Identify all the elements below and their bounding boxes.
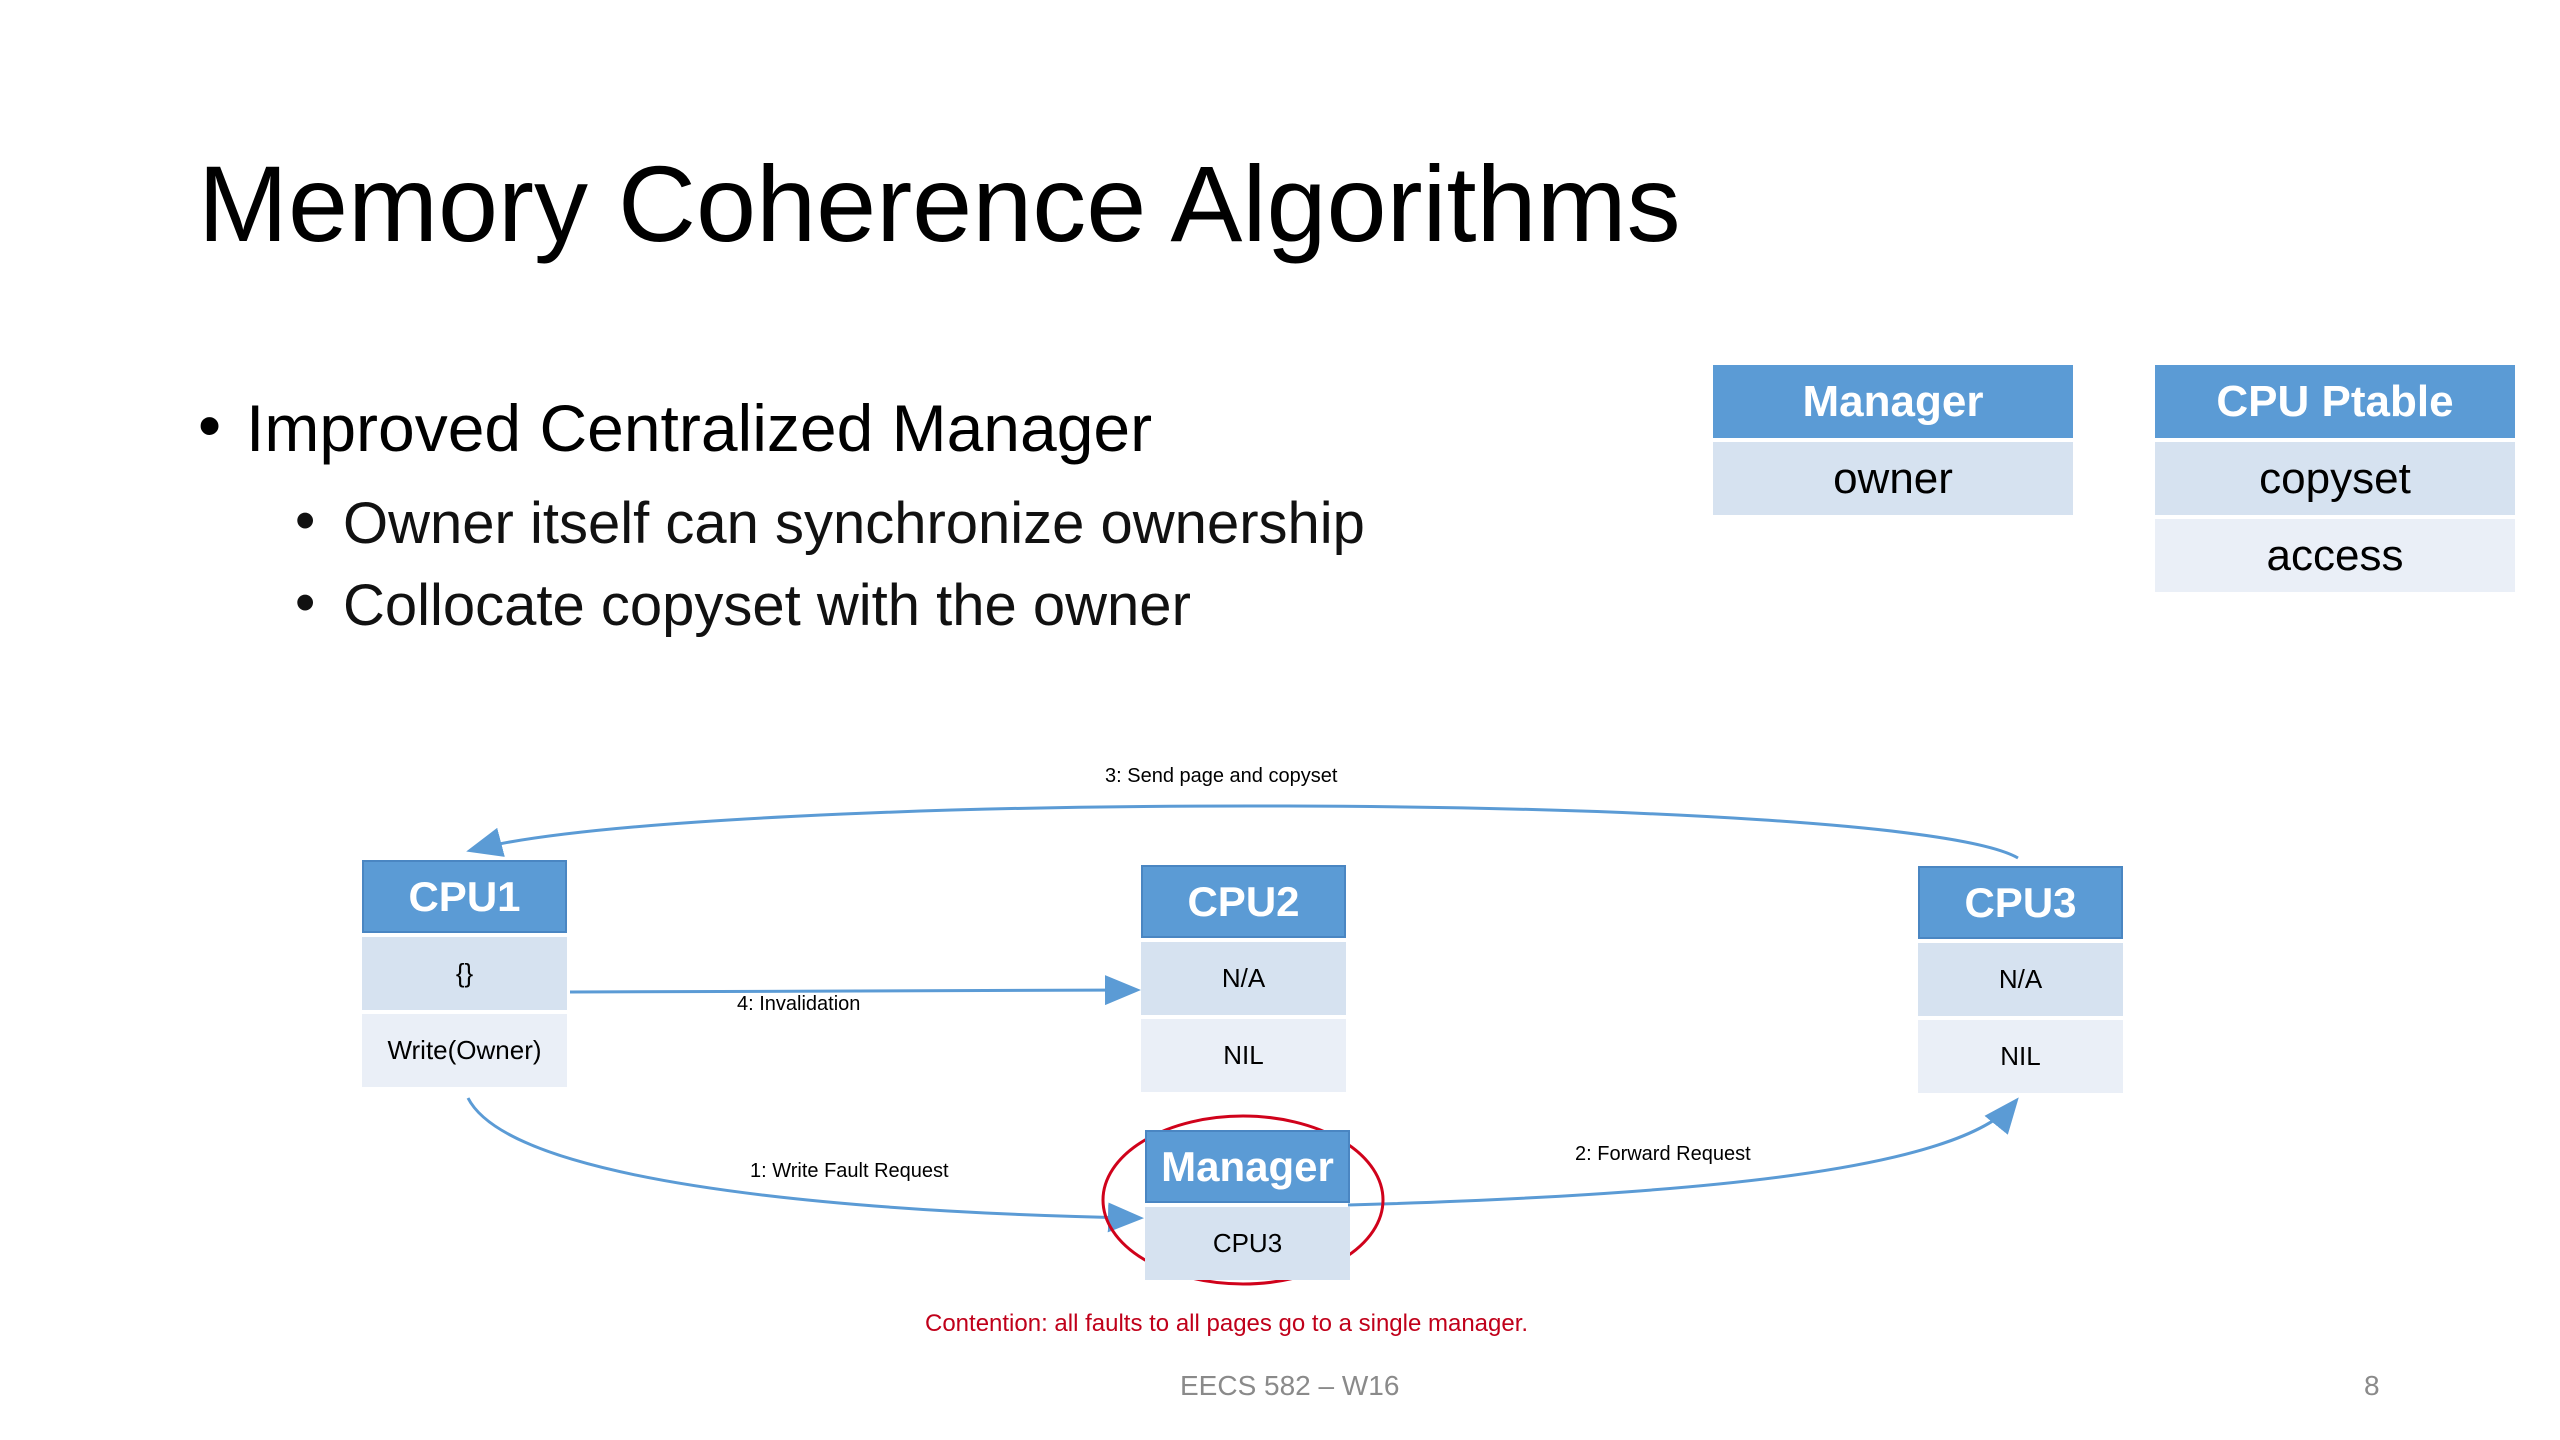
manager-table: Manager owner (1713, 365, 2073, 515)
manager-table-header: Manager (1713, 365, 2073, 438)
cpu3-header: CPU3 (1918, 866, 2123, 939)
arrow-write-fault (466, 1097, 1144, 1233)
slide-footer: EECS 582 – W16 (1180, 1370, 1400, 1401)
arrow-label-write-fault: 1: Write Fault Request (750, 1160, 949, 1182)
slide-title: Memory Coherence Algorithms (198, 143, 1681, 264)
cpu3-box: CPU3 N/A NIL (1918, 866, 2123, 1093)
cpu1-header: CPU1 (362, 860, 567, 933)
cpu1-row-copyset: {} (362, 937, 567, 1010)
arrow-label-invalidation: 4: Invalidation (737, 993, 861, 1015)
cpu1-row-access: Write(Owner) (362, 1014, 567, 1087)
manager-box-header: Manager (1145, 1130, 1350, 1203)
cpu2-row-access: NIL (1141, 1019, 1346, 1092)
bullet-dot: • (198, 388, 222, 462)
arrow-label-send-page: 3: Send page and copyset (1105, 765, 1338, 787)
cpu2-box: CPU2 N/A NIL (1141, 865, 1346, 1092)
cpu-ptable-header: CPU Ptable (2155, 365, 2515, 438)
arrow-invalidation (569, 975, 1141, 1006)
arrow-label-forward: 2: Forward Request (1575, 1143, 1751, 1165)
contention-note: Contention: all faults to all pages go t… (925, 1310, 1529, 1337)
arrow-send-page (466, 804, 2019, 860)
cpu-ptable-row-copyset: copyset (2155, 442, 2515, 515)
cpu-ptable-row-access: access (2155, 519, 2515, 592)
bullet-sub-1-text: Owner itself can synchronize ownership (343, 491, 1365, 556)
page-number: 8 (2364, 1370, 2380, 1401)
cpu3-row-access: NIL (1918, 1020, 2123, 1093)
manager-box: Manager CPU3 (1145, 1130, 1350, 1280)
bullet-dot: • (295, 488, 316, 553)
cpu2-row-copyset: N/A (1141, 942, 1346, 1015)
cpu-ptable: CPU Ptable copyset access (2155, 365, 2515, 592)
manager-table-row-owner: owner (1713, 442, 2073, 515)
bullet-sub-2-text: Collocate copyset with the owner (343, 573, 1191, 638)
cpu2-header: CPU2 (1141, 865, 1346, 938)
bullet-dot: • (295, 570, 316, 635)
cpu1-box: CPU1 {} Write(Owner) (362, 860, 567, 1087)
manager-box-row-owner: CPU3 (1145, 1207, 1350, 1280)
cpu3-row-copyset: N/A (1918, 943, 2123, 1016)
bullet-main-text: Improved Centralized Manager (246, 391, 1153, 465)
